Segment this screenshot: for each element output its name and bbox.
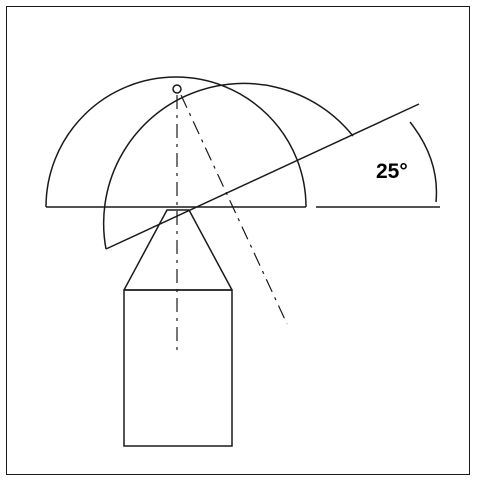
angle-arc <box>409 121 438 203</box>
diagram-frame <box>6 6 470 475</box>
tilted-shade-base <box>105 103 420 250</box>
pivot-point <box>172 84 182 94</box>
angle-label: 25° <box>376 160 408 183</box>
tilted-shade-arc <box>102 82 354 250</box>
lamp-body <box>123 289 233 447</box>
tilted-axis <box>180 94 288 325</box>
lamp-neck <box>123 209 233 291</box>
upright-shade-arc <box>45 76 307 208</box>
